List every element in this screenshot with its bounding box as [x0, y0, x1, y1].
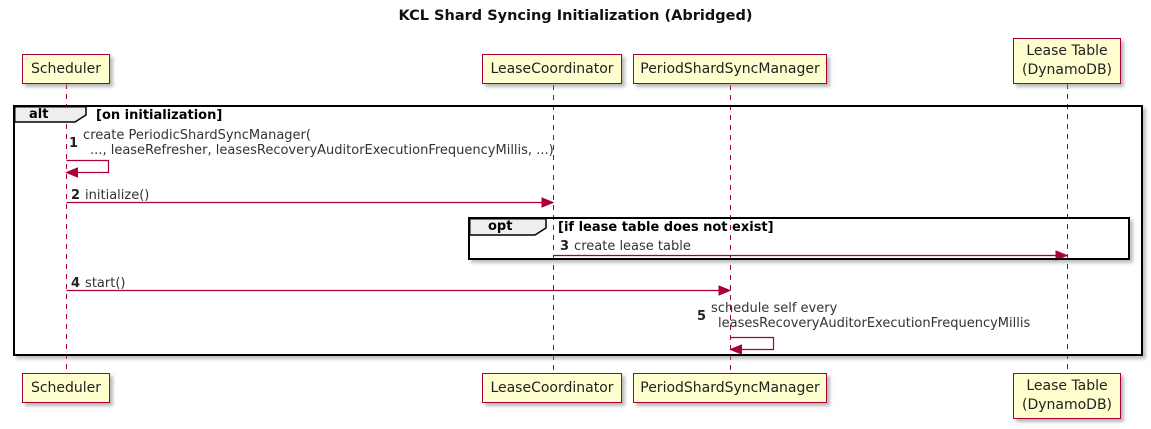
participant-scheduler-bottom: Scheduler: [22, 373, 110, 403]
message-2-label: 2 initialize(): [71, 188, 149, 203]
participant-label: PeriodShardSyncManager: [640, 60, 820, 77]
message-1-self-arrow: [65, 159, 110, 178]
message-text: initialize(): [85, 188, 150, 203]
alt-frame: alt [on initialization]: [13, 105, 1143, 356]
participant-label-line2: (DynamoDB): [1021, 397, 1113, 413]
participant-scheduler-top: Scheduler: [22, 54, 110, 84]
message-number: 5: [697, 308, 707, 324]
diagram-title: KCL Shard Syncing Initialization (Abridg…: [398, 8, 753, 24]
message-number: 3: [560, 239, 570, 254]
participant-label: Lease Table: [1026, 378, 1108, 394]
message-4-label: 4 start(): [71, 276, 125, 291]
participant-label: LeaseCoordinator: [490, 379, 614, 396]
opt-frame: opt [if lease table does not exist]: [468, 217, 1130, 260]
message-2-arrow: [66, 197, 555, 208]
participant-lease-coordinator-top: LeaseCoordinator: [482, 54, 622, 84]
message-text-line2: leasesRecoveryAuditorExecutionFrequencyM…: [718, 316, 1031, 331]
opt-operator: opt: [488, 219, 513, 234]
participant-lease-coordinator-bottom: LeaseCoordinator: [482, 373, 622, 403]
participant-period-shard-sync-manager-bottom: PeriodShardSyncManager: [633, 373, 827, 403]
participant-lease-table-top: Lease Table (DynamoDB): [1013, 38, 1121, 84]
participant-label: Scheduler: [30, 379, 102, 396]
participant-label: Scheduler: [30, 60, 102, 77]
participant-label: PeriodShardSyncManager: [640, 379, 820, 396]
message-text-line2: ..., leaseRefresher, leasesRecoveryAudit…: [90, 143, 554, 158]
participant-period-shard-sync-manager-top: PeriodShardSyncManager: [633, 54, 827, 84]
message-number: 2: [71, 188, 81, 203]
lifelines: [66, 84, 1068, 373]
message-1-label: 1 create PeriodicShardSyncManager( ..., …: [69, 128, 554, 158]
opt-frame-label-shape: [469, 218, 547, 236]
participant-label: Lease Table: [1026, 43, 1108, 59]
message-3-arrow: [553, 250, 1069, 261]
message-text: create lease table: [574, 239, 691, 254]
message-4-arrow: [66, 285, 732, 296]
participant-label-line2: (DynamoDB): [1021, 62, 1113, 78]
alt-operator: alt: [29, 107, 49, 122]
participant-label: LeaseCoordinator: [490, 60, 614, 77]
message-text-line1: schedule self every: [711, 301, 838, 316]
message-3-label: 3 create lease table: [560, 239, 691, 254]
message-5-label: 5 schedule self every leasesRecoveryAudi…: [697, 301, 1030, 331]
message-5-self-arrow: [729, 336, 775, 355]
message-number: 4: [71, 276, 81, 291]
message-text-line1: create PeriodicShardSyncManager(: [83, 128, 311, 143]
alt-frame-label-shape: [14, 106, 87, 123]
opt-condition: [if lease table does not exist]: [558, 220, 774, 235]
message-number: 1: [69, 135, 79, 151]
participant-lease-table-bottom: Lease Table (DynamoDB): [1013, 373, 1121, 419]
alt-condition: [on initialization]: [96, 108, 223, 123]
message-text: start(): [85, 276, 126, 291]
